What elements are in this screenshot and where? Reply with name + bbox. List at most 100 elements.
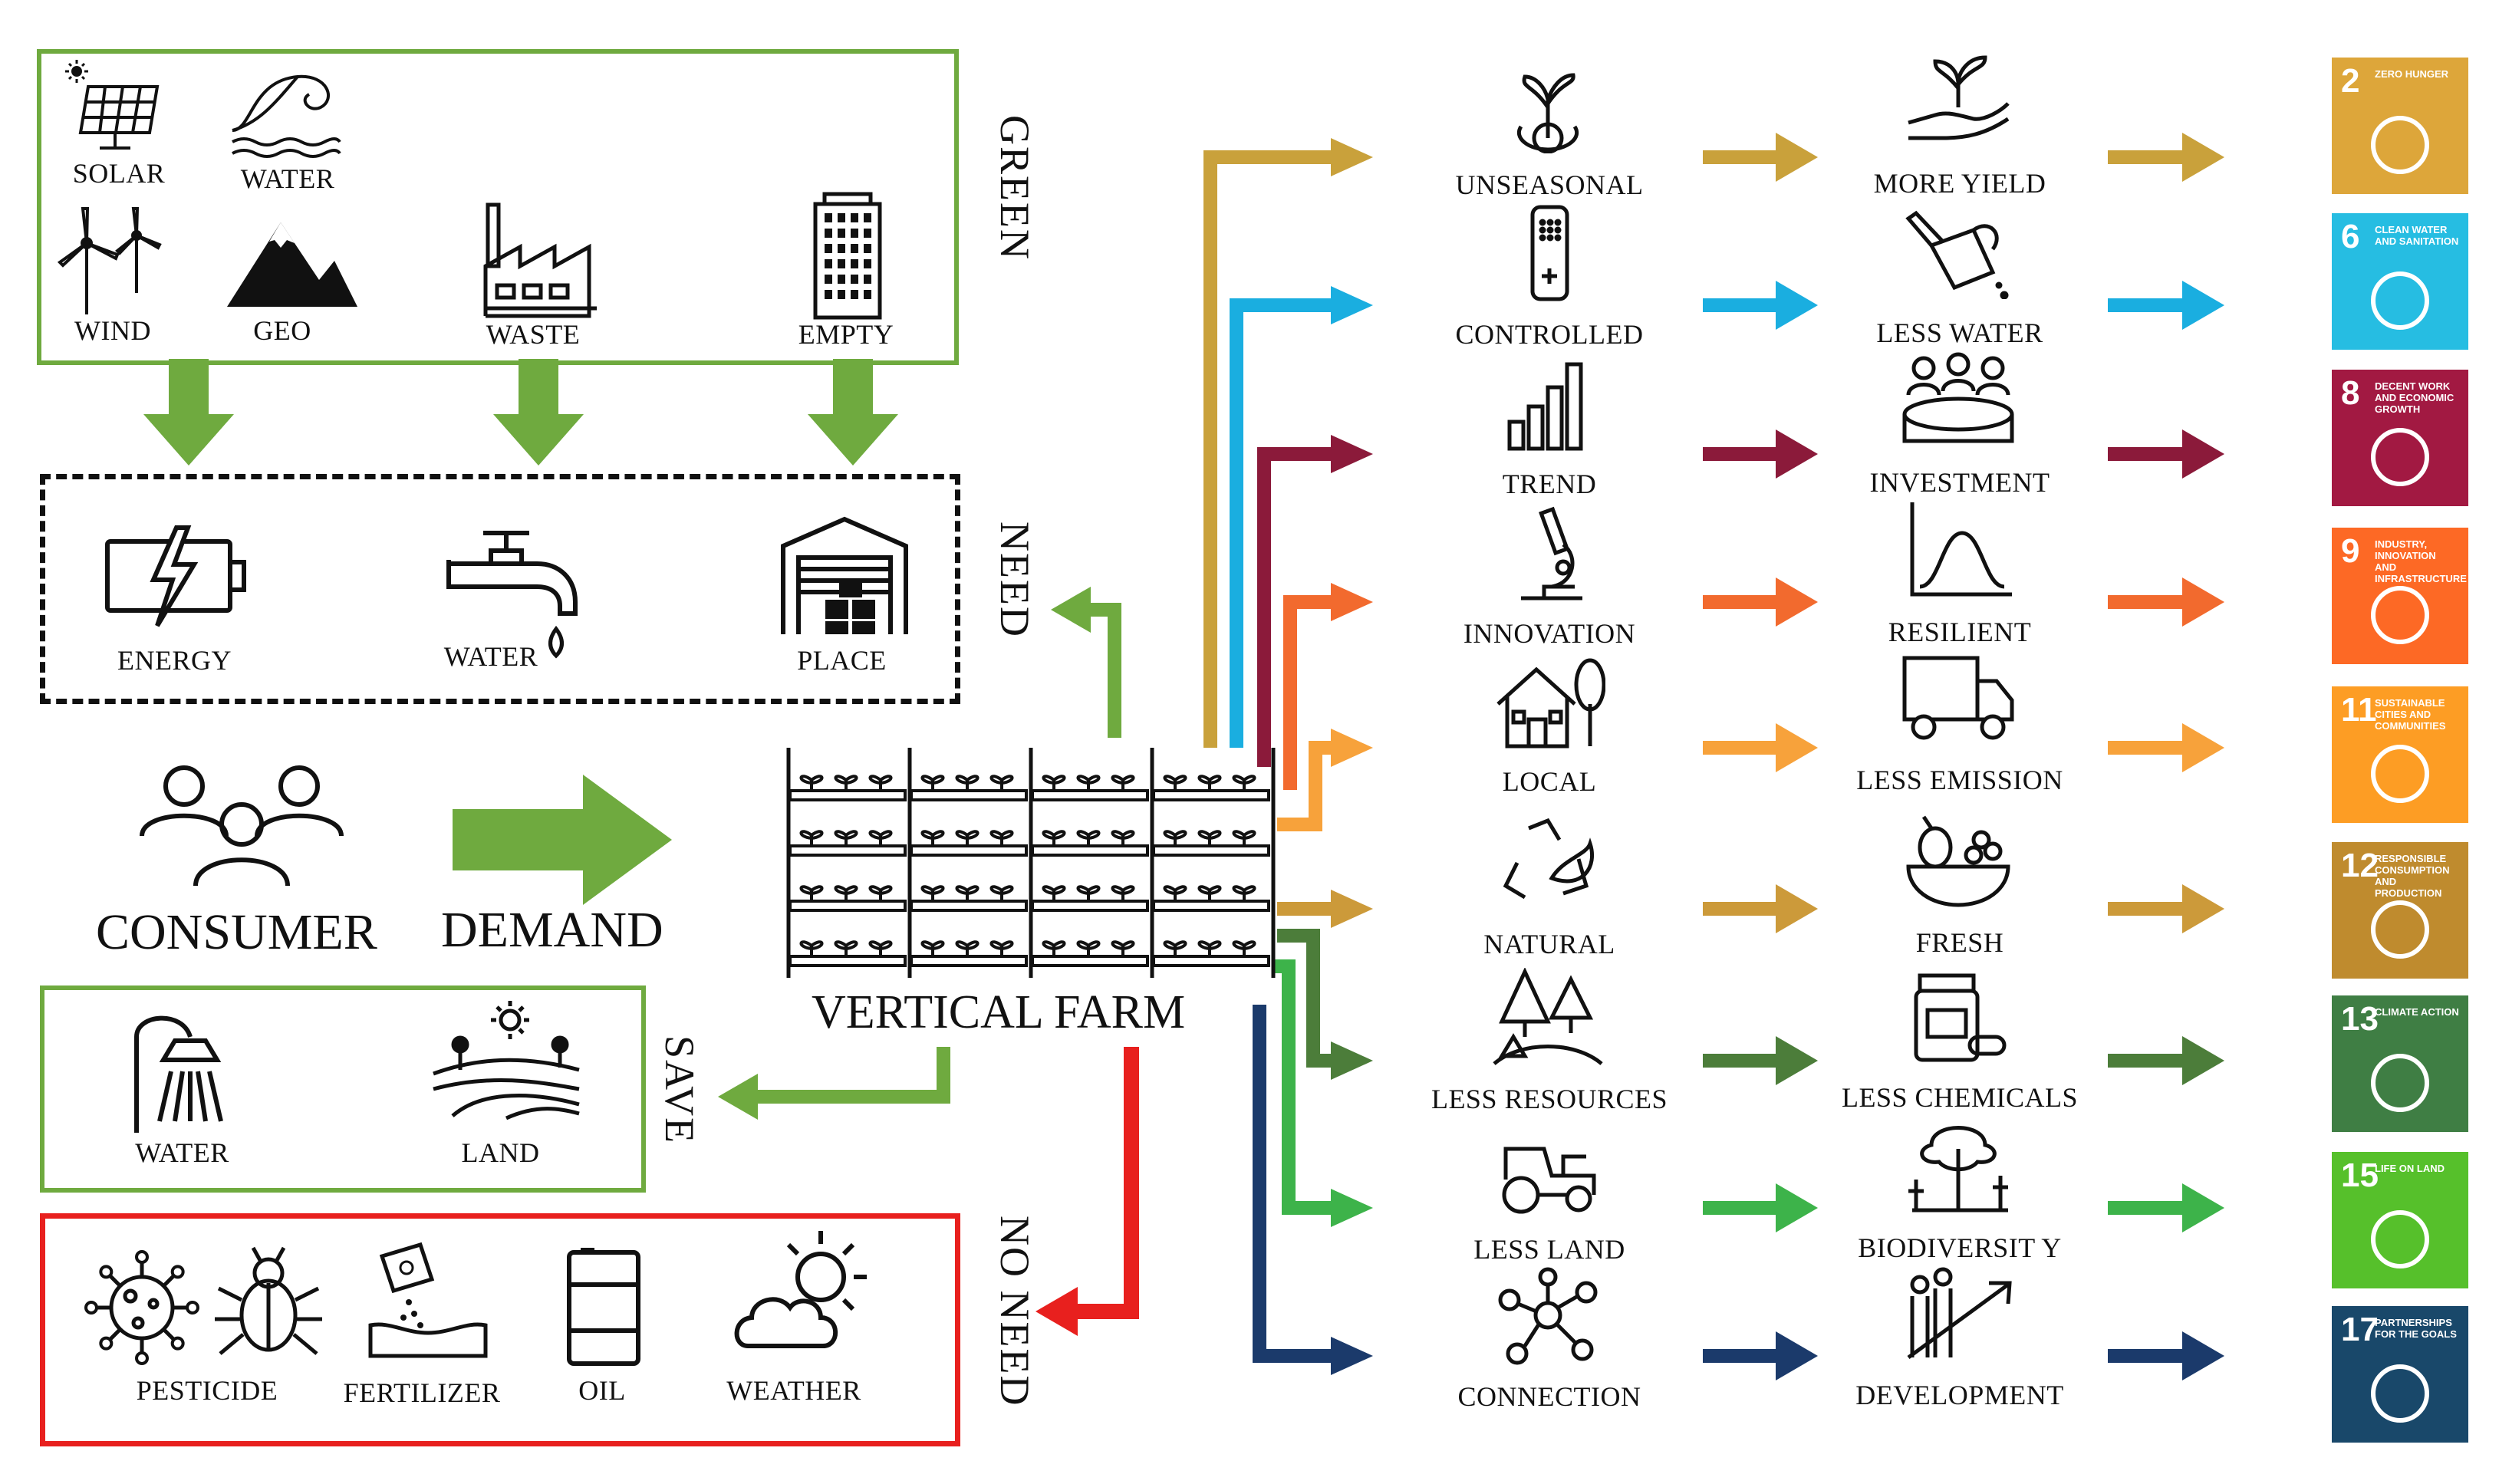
benefit-arrow-head xyxy=(1776,884,1818,933)
no-need-label-pesticide: PESTICIDE xyxy=(136,1375,278,1406)
benefit-arrow-head xyxy=(1776,577,1818,627)
warehouse-icon xyxy=(781,516,908,634)
save-label-water: WATER xyxy=(135,1137,229,1168)
sdg-title: Clean Water and Sanitation xyxy=(2375,224,2459,247)
sdg-title: Industry, Innovation and Infrastructure xyxy=(2375,538,2467,584)
benefit-arrow-head xyxy=(1776,429,1818,479)
sdg-tile: 9Industry, Innovation and Infrastructure xyxy=(2332,528,2468,664)
solar-icon xyxy=(65,60,160,150)
source-label-solar: SOLAR xyxy=(72,158,166,189)
vertical-farm-icon xyxy=(786,748,1276,978)
benefit-label-first: LOCAL xyxy=(1502,766,1597,797)
bug-icon xyxy=(215,1246,322,1355)
benefit-label-first: INNOVATION xyxy=(1463,618,1636,649)
growth-icon xyxy=(1907,1267,2012,1360)
need-side-label: NEED xyxy=(992,522,1038,638)
meeting-icon xyxy=(1902,352,2014,443)
building-icon xyxy=(813,192,882,320)
house-icon xyxy=(1496,658,1605,749)
trees-icon xyxy=(1493,968,1603,1065)
sdg-tile: 6 Clean Water and Sanitation xyxy=(2332,213,2468,350)
benefit-arrow-head xyxy=(2182,1331,2224,1380)
benefit-arrow-head xyxy=(2182,1036,2224,1085)
benefit-label-first: CONNECTION xyxy=(1457,1381,1641,1412)
remote-icon xyxy=(1530,205,1569,301)
sdg-number: 2 xyxy=(2341,62,2360,100)
no-need-label-fertilizer: FERTILIZER xyxy=(343,1377,501,1408)
sdg-number: 13 xyxy=(2341,1000,2379,1038)
wind-turbine-icon xyxy=(57,207,162,314)
benefit-arrow-head xyxy=(2182,723,2224,772)
vertical-farm-label: VERTICAL FARM xyxy=(812,986,1186,1038)
green-down-arrows xyxy=(143,359,898,466)
need-box xyxy=(40,474,960,704)
benefit-label-second: LESS EMISSION xyxy=(1856,765,2063,795)
benefit-label-first: CONTROLLED xyxy=(1455,319,1644,350)
benefit-arrow-head xyxy=(2182,577,2224,627)
sdg-title: Climate Action xyxy=(2375,1006,2459,1018)
sdg-tile: 17Partnerships for the Goals xyxy=(2332,1306,2468,1443)
microscope-icon xyxy=(1521,506,1582,601)
benefit-label-second: BIODIVERSIT Y xyxy=(1858,1232,2062,1263)
watering-can-icon xyxy=(1905,210,2009,299)
source-label-wind: WIND xyxy=(74,315,151,346)
people-icon xyxy=(140,765,344,887)
sdg-tile: 12Responsible Consumption and Production xyxy=(2332,842,2468,979)
sdg-number: 6 xyxy=(2341,218,2360,255)
medicine-icon xyxy=(1914,973,2007,1062)
benefit-arrow-head xyxy=(2182,133,2224,182)
demand-arrow xyxy=(453,775,672,905)
sdg-symbol-icon xyxy=(2371,1210,2429,1268)
benefit-label-first: LESS RESOURCES xyxy=(1431,1084,1668,1114)
sdg-symbol-icon xyxy=(2371,1364,2429,1423)
seedling-icon xyxy=(1517,73,1579,153)
benefit-arrow-head xyxy=(2182,1183,2224,1232)
benefit-label-second: LESS CHEMICALS xyxy=(1841,1082,2079,1113)
sdg-symbol-icon xyxy=(2371,745,2429,803)
save-label-land: LAND xyxy=(461,1137,540,1168)
fertilizer-icon xyxy=(368,1242,488,1358)
source-label-geo: GEO xyxy=(253,315,311,346)
benefit-arrow-head xyxy=(1776,1183,1818,1232)
sdg-title: Sustainable Cities and Communities xyxy=(2375,697,2446,732)
sdg-symbol-icon xyxy=(2371,271,2429,330)
no-need-side-label: NO NEED xyxy=(992,1216,1038,1407)
sdg-title: Life on Land xyxy=(2375,1163,2445,1174)
need-arrow xyxy=(1089,603,1121,738)
source-label-water: WATER xyxy=(240,163,335,194)
green-side-label: GREEN xyxy=(992,115,1038,261)
sdg-title: Partnerships for the Goals xyxy=(2375,1317,2457,1340)
sdg-number: 11 xyxy=(2341,691,2377,729)
benefit-label-second: MORE YIELD xyxy=(1873,168,2046,199)
benefit-label-second: RESILIENT xyxy=(1888,617,2032,647)
green-sources-box xyxy=(37,49,959,365)
sdg-title: Decent Work and Economic Growth xyxy=(2375,380,2455,415)
bell-curve-icon xyxy=(1910,502,2012,597)
benefit-label-second: DEVELOPMENT xyxy=(1855,1380,2064,1410)
sdg-symbol-icon xyxy=(2371,116,2429,174)
land-icon xyxy=(433,1001,580,1120)
sdg-symbol-icon xyxy=(2371,586,2429,644)
shower-icon xyxy=(134,1015,223,1133)
truck-icon xyxy=(1902,656,2014,740)
hand-plant-icon xyxy=(1908,55,2010,140)
sdg-number: 8 xyxy=(2341,374,2360,412)
oil-barrel-icon xyxy=(567,1248,640,1366)
sdg-tile: 8 Decent Work and Economic Growth xyxy=(2332,370,2468,506)
sdg-number: 17 xyxy=(2341,1311,2379,1348)
sdg-symbol-icon xyxy=(2371,428,2429,486)
sdg-symbol-icon xyxy=(2371,1054,2429,1112)
benefit-label-second: LESS WATER xyxy=(1876,318,2043,348)
wave-icon xyxy=(232,74,341,158)
save-side-label: SAVE xyxy=(657,1035,703,1145)
benefit-arrow-head xyxy=(1776,281,1818,330)
no-need-label-weather: WEATHER xyxy=(726,1375,861,1406)
benefit-arrow-head xyxy=(1776,1331,1818,1380)
save-box xyxy=(40,985,646,1193)
need-label-place: PLACE xyxy=(797,645,887,676)
sdg-tile: 13Climate Action xyxy=(2332,995,2468,1132)
recycle-icon xyxy=(1503,818,1595,900)
sdg-tile: 11Sustainable Cities and Communities xyxy=(2332,686,2468,823)
